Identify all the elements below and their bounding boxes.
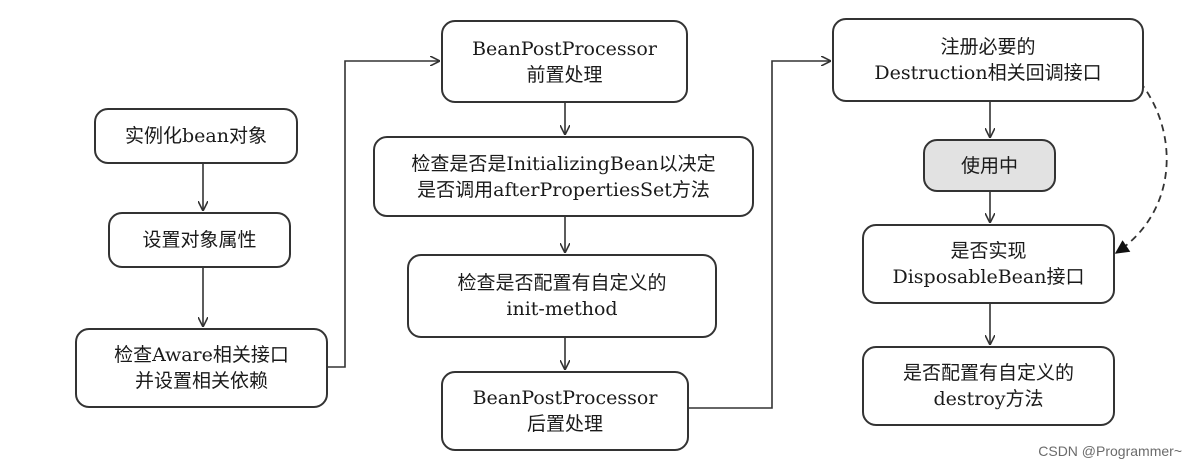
node-line: 检查是否是InitializingBean以决定	[411, 152, 716, 175]
node-line: 检查是否配置有自定义的	[457, 272, 667, 294]
dashed-arrow-register-to-disposable	[1114, 81, 1168, 254]
node-register-destruction: 注册必要的 Destruction相关回调接口	[832, 18, 1144, 102]
node-set-properties: 设置对象属性	[108, 212, 291, 268]
node-line: 是否配置有自定义的	[902, 362, 1074, 384]
node-line: 是否调用afterPropertiesSet方法	[417, 178, 710, 201]
node-instantiate-bean: 实例化bean对象	[94, 108, 298, 164]
node-line: 注册必要的	[940, 36, 1036, 58]
node-bpp-before: BeanPostProcessor 前置处理	[441, 20, 688, 103]
node-disposable-bean: 是否实现 DisposableBean接口	[862, 224, 1115, 304]
node-check-init-method: 检查是否配置有自定义的 init-method	[407, 254, 717, 338]
node-line: DisposableBean接口	[892, 266, 1085, 288]
node-line: 检查Aware相关接口	[114, 344, 289, 366]
node-destroy-method: 是否配置有自定义的 destroy方法	[862, 346, 1115, 426]
node-line: init-method	[506, 298, 618, 320]
node-bpp-after: BeanPostProcessor 后置处理	[441, 371, 689, 451]
arrow-bpp-after-to-register-destruction	[688, 61, 831, 409]
arrow-check-aware-to-bpp-before	[327, 61, 440, 368]
node-line: Destruction相关回调接口	[874, 62, 1102, 84]
node-check-initializing-bean: 检查是否是InitializingBean以决定 是否调用afterProper…	[373, 136, 754, 217]
node-line: 后置处理	[526, 413, 603, 435]
node-line: 实例化bean对象	[125, 125, 267, 147]
node-in-use: 使用中	[923, 139, 1056, 192]
node-check-aware: 检查Aware相关接口 并设置相关依赖	[75, 328, 328, 408]
node-line: 是否实现	[950, 240, 1027, 262]
watermark-text: CSDN @Programmer~	[1038, 443, 1182, 459]
node-line: BeanPostProcessor	[472, 387, 658, 409]
node-line: BeanPostProcessor	[472, 37, 657, 60]
node-line: 设置对象属性	[142, 229, 257, 251]
node-line: 前置处理	[526, 63, 603, 86]
node-line: 使用中	[960, 154, 1018, 177]
node-line: destroy方法	[933, 388, 1044, 410]
node-line: 并设置相关依赖	[134, 370, 268, 392]
